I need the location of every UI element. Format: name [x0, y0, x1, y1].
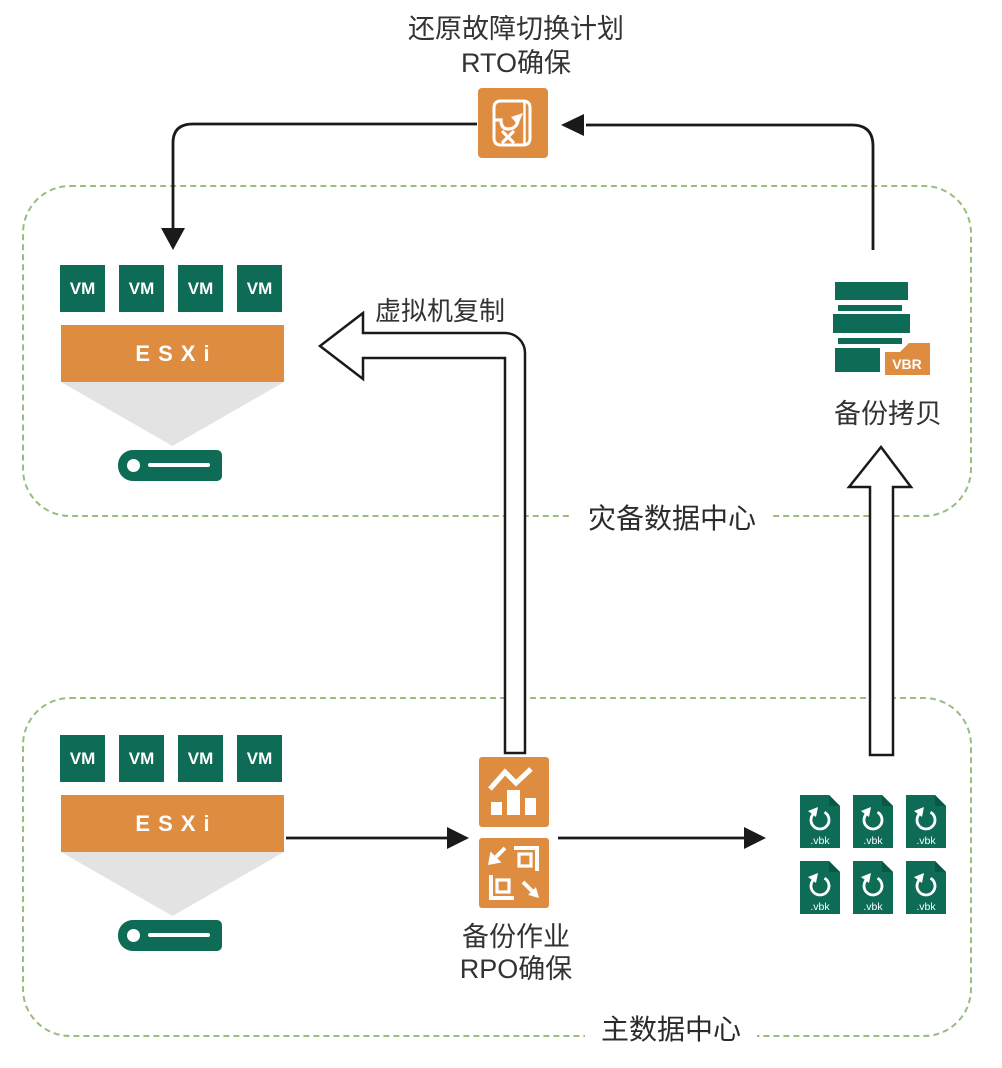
- backup-job-label: 备份作业 RPO确保: [430, 921, 602, 985]
- restore-arrow-icon: [862, 810, 884, 831]
- vm-box: VM: [119, 265, 164, 312]
- restore-arrow-icon: [915, 876, 937, 897]
- x-mark-icon: [501, 130, 515, 144]
- backup-job-stats-icon: [479, 757, 549, 827]
- vbk-file-icon: .vbk: [853, 795, 893, 848]
- failover-plan-title-line1: 还原故障切换计划: [408, 14, 624, 44]
- vbk-extension-label: .vbk: [810, 901, 830, 913]
- disk-icon: [118, 920, 222, 951]
- dedupe-compression-icon: [479, 838, 549, 908]
- failover-plan-title-line2: RTO确保: [460, 48, 572, 78]
- arrow-down-right-icon: [528, 887, 539, 898]
- vbk-file-icon: .vbk: [906, 861, 946, 914]
- vbk-file-icon: .vbk: [906, 795, 946, 848]
- arrow-down-left-icon: [488, 851, 502, 865]
- failover-plan-title: 还原故障切换计划 RTO确保: [340, 12, 692, 80]
- restore-arrow-icon: [862, 876, 884, 897]
- vbr-badge: VBR: [885, 343, 930, 375]
- arrowhead-left-icon: [561, 114, 584, 136]
- backup-copy-label: 备份拷贝: [834, 399, 942, 429]
- backup-job-label-line1: 备份作业: [462, 922, 570, 952]
- primary-datacenter-label: 主数据中心: [585, 1008, 758, 1048]
- dr-datacenter-label: 灾备数据中心: [572, 497, 773, 537]
- vbk-file-icon: .vbk: [800, 861, 840, 914]
- curved-arrow-icon: [511, 113, 523, 125]
- vm-box: VM: [237, 735, 282, 782]
- vm-box: VM: [60, 735, 105, 782]
- disk-icon: [118, 450, 222, 481]
- vbk-extension-label: .vbk: [863, 835, 883, 847]
- vbk-file-icon: .vbk: [853, 861, 893, 914]
- backup-files-group: .vbk .vbk .vbk .vbk .vbk: [800, 795, 946, 914]
- vm-box: VM: [237, 265, 282, 312]
- vm-replication-label: 虚拟机复制: [374, 296, 505, 326]
- primary-esxi-host: VM VM VM VM ESXi: [55, 735, 287, 951]
- vbk-extension-label: .vbk: [863, 901, 883, 913]
- backup-job-label-line2: RPO确保: [459, 954, 573, 984]
- line-chart-icon: [488, 767, 533, 791]
- vbk-extension-label: .vbk: [916, 901, 936, 913]
- esxi-bar: ESXi: [61, 325, 284, 382]
- backup-repository-icon: VBR: [825, 275, 950, 380]
- vm-box: VM: [60, 265, 105, 312]
- vm-box: VM: [178, 735, 223, 782]
- vbr-badge-label: VBR: [892, 356, 922, 372]
- vbk-file-icon: .vbk: [800, 795, 840, 848]
- restore-arrow-icon: [915, 810, 937, 831]
- vbk-extension-label: .vbk: [810, 835, 830, 847]
- esxi-bar: ESXi: [61, 795, 284, 852]
- restore-arrow-icon: [809, 810, 831, 831]
- book-outline-icon: [492, 99, 532, 147]
- vbk-extension-label: .vbk: [916, 835, 936, 847]
- failover-plan-icon: [478, 88, 548, 158]
- dr-esxi-host: VM VM VM VM ESXi: [55, 265, 287, 481]
- funnel-shape: [61, 852, 284, 916]
- vm-box: VM: [178, 265, 223, 312]
- funnel-shape: [61, 382, 284, 446]
- vm-box: VM: [119, 735, 164, 782]
- restore-arrow-icon: [809, 876, 831, 897]
